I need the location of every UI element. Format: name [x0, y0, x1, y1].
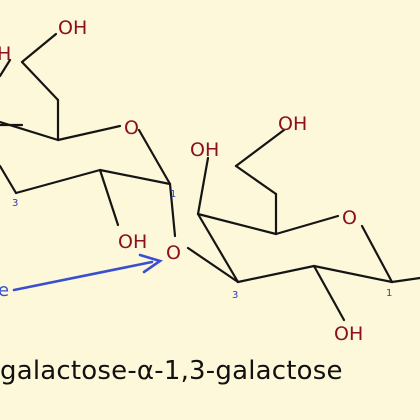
- label-ring-o-right: O: [342, 207, 357, 229]
- arrow-shaft: [12, 260, 154, 292]
- bond-right-c1-out: [390, 276, 420, 284]
- label-position-3-right: 3: [232, 290, 238, 301]
- glycosidic-pointer-arrow: [12, 253, 163, 292]
- bond-left-c2-c3: [14, 168, 102, 195]
- bond-right-c4-c3: [196, 212, 240, 284]
- label-position-3-left: 3: [12, 198, 18, 209]
- bond-right-c2-oh: [312, 264, 346, 322]
- label-ring-o-left: O: [124, 117, 139, 139]
- label-oh-ch2-left: OH: [58, 17, 87, 39]
- label-oh-partial-top: H: [0, 43, 11, 65]
- label-oh-ch2-right: OH: [278, 113, 307, 135]
- bond-right-c6-oh: [234, 128, 286, 168]
- bond-right-ring-o-c5: [274, 214, 340, 236]
- bond-left-c6-oh: [20, 32, 58, 64]
- bond-left-c1-c2: [98, 168, 172, 186]
- label-pointer-partial: e: [0, 280, 9, 301]
- label-oh-c2-left: OH: [118, 231, 147, 253]
- bond-right-c4-oh: [196, 156, 210, 216]
- arrow-head: [138, 253, 163, 274]
- bond-right-c6: [234, 164, 278, 196]
- figure-caption: galactose-α-1,3-galactose: [0, 356, 343, 386]
- bond-left-c5-ring-o: [56, 124, 122, 142]
- bond-left-c2-oh: [98, 168, 120, 227]
- bond-left-c1-glyco: [168, 182, 177, 238]
- bond-left-c3-c4: [0, 164, 18, 195]
- right-sugar-ring: [186, 128, 420, 322]
- bond-glyco-c3-right: [186, 246, 240, 284]
- bond-right-c5-c4: [196, 212, 278, 236]
- label-oh-c2-right: OH: [334, 323, 363, 345]
- label-position-1-right: 1: [386, 288, 392, 299]
- bond-left-ring-o-c1: [137, 128, 172, 186]
- label-oh-c4-right: OH: [190, 139, 219, 161]
- bond-left-c4-oh-partial: [0, 58, 12, 78]
- left-sugar-ring: [0, 32, 177, 238]
- bond-right-c1-ring-o: [360, 224, 394, 284]
- bond-left-c6: [20, 60, 60, 102]
- label-position-1: 1: [170, 189, 176, 200]
- bond-right-c2-c1: [312, 264, 394, 284]
- bond-right-c3-c2: [236, 264, 316, 284]
- label-glycosidic-o: O: [166, 242, 181, 264]
